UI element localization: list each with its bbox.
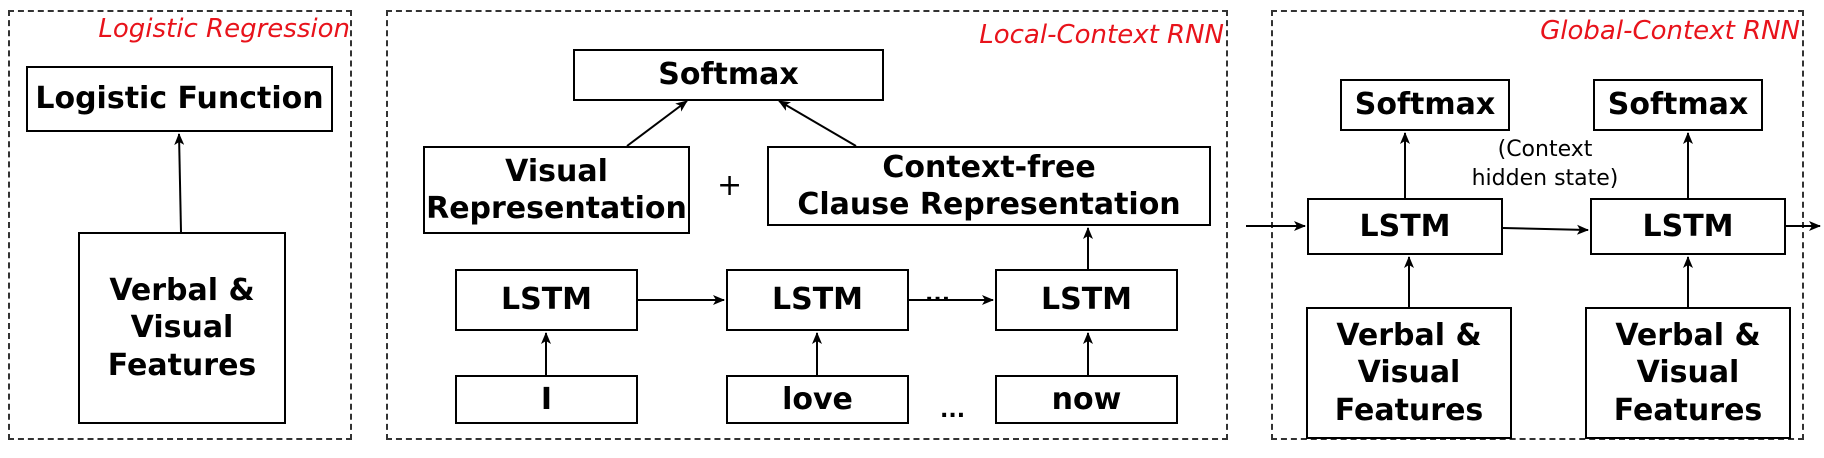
word-box-i: I [455, 375, 638, 424]
plus-sign: + [717, 168, 743, 203]
local-softmax-box: Softmax [573, 49, 884, 101]
word-love-label: love [782, 381, 853, 417]
word-box-now: now [995, 375, 1178, 424]
verbal-visual-features-box: Verbal & Visual Features [78, 232, 286, 424]
words-ellipsis: ... [940, 398, 966, 423]
features-line-1: Verbal & [109, 272, 255, 308]
global-features-1-line-3: Features [1334, 392, 1484, 428]
logistic-regression-panel [8, 10, 352, 440]
local-softmax-label: Softmax [658, 57, 799, 92]
visual-representation-box: Visual Representation [423, 146, 690, 234]
global-features-2-line-2: Visual [1636, 355, 1740, 391]
global-softmax-box-2: Softmax [1593, 79, 1763, 131]
visual-rep-line-2: Representation [426, 191, 687, 226]
hidden-state-note-line-1: (Context [1497, 137, 1593, 162]
context-hidden-state-note: (Context hidden state) [1470, 136, 1620, 193]
clause-rep-line-2: Clause Representation [797, 187, 1181, 222]
logistic-function-label: Logistic Function [35, 81, 324, 116]
local-lstm-label-3: LSTM [1040, 282, 1133, 317]
local-lstm-label-1: LSTM [500, 282, 593, 317]
hidden-state-note-line-2: hidden state) [1471, 165, 1619, 191]
global-features-2-line-1: Verbal & [1615, 317, 1761, 353]
features-line-2: Visual [130, 310, 234, 346]
global-features-box-1: Verbal & Visual Features [1306, 307, 1512, 439]
global-lstm-label-2: LSTM [1642, 208, 1734, 244]
local-lstm-box-1: LSTM [455, 269, 638, 331]
global-features-1-line-1: Verbal & [1336, 317, 1482, 353]
global-features-box-2: Verbal & Visual Features [1585, 307, 1791, 439]
word-box-love: love [726, 375, 909, 424]
local-context-rnn-panel [386, 10, 1228, 440]
global-softmax-label-2: Softmax [1607, 87, 1749, 122]
lstm-chain-ellipsis: ... [925, 282, 951, 307]
clause-rep-line-1: Context-free [882, 149, 1096, 185]
local-lstm-box-2: LSTM [726, 269, 909, 331]
global-lstm-box-1: LSTM [1307, 198, 1503, 255]
local-context-rnn-title: Local-Context RNN [979, 20, 1224, 50]
logistic-function-box: Logistic Function [26, 66, 333, 132]
global-softmax-label-1: Softmax [1354, 87, 1496, 122]
global-lstm-box-2: LSTM [1590, 198, 1786, 255]
local-lstm-label-2: LSTM [771, 282, 864, 317]
global-features-2-line-3: Features [1613, 392, 1763, 428]
word-i-label: I [540, 381, 553, 417]
global-features-1-line-2: Visual [1357, 355, 1461, 391]
context-free-clause-representation-box: Context-free Clause Representation [767, 146, 1211, 226]
visual-rep-line-1: Visual [505, 153, 608, 189]
word-now-label: now [1051, 381, 1122, 417]
global-context-rnn-title: Global-Context RNN [1540, 16, 1800, 46]
local-lstm-box-3: LSTM [995, 269, 1178, 331]
logistic-regression-title: Logistic Regression [98, 14, 350, 44]
global-lstm-label-1: LSTM [1359, 208, 1451, 244]
global-softmax-box-1: Softmax [1340, 79, 1510, 131]
features-line-3: Features [107, 347, 257, 383]
